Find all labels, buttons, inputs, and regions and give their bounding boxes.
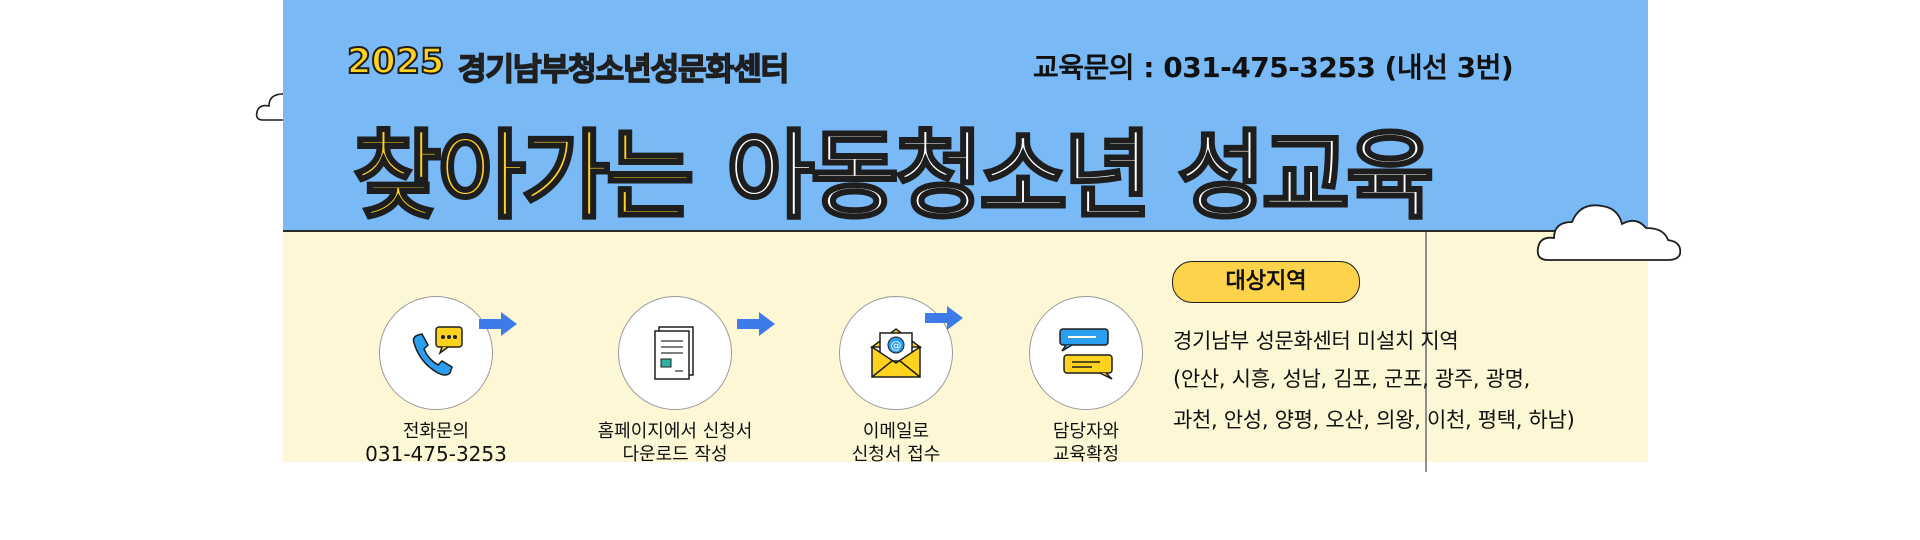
step-subtitle: 신청서 접수 <box>851 444 941 465</box>
cloud-right-icon <box>1536 204 1682 261</box>
email-icon: @ <box>869 328 923 378</box>
page-title: 찾아가는 아동청소년 성교육 <box>351 98 1436 237</box>
title-highlight: 찾아가는 <box>351 119 695 234</box>
region-list-line1: (안산, 시흥, 성남, 김포, 군포, 광주, 광명, <box>1173 367 1531 391</box>
step-subtitle: 교육확정 <box>1052 444 1120 465</box>
contact-info: 교육문의 : 031-475-3253 (내선 3번) <box>1033 51 1514 84</box>
title-main: 아동청소년 성교육 <box>725 119 1436 234</box>
organization-name: 경기남부청소년성문화센터 <box>457 51 790 89</box>
region-description: 경기남부 성문화센터 미설치 지역 <box>1173 329 1459 353</box>
arrow-right-icon <box>925 306 963 330</box>
step-title: 홈페이지에서 신청서 <box>597 421 753 442</box>
document-icon <box>654 326 694 380</box>
process-section <box>283 232 1648 462</box>
region-list-line2: 과천, 안성, 양평, 오산, 의왕, 이천, 평택, 하남) <box>1173 408 1575 432</box>
step-icon-circle <box>618 296 732 410</box>
phone-chat-icon <box>412 326 463 376</box>
step-subtitle: 다운로드 작성 <box>622 444 728 465</box>
step-icon-circle <box>1029 296 1143 410</box>
step-confirm: 담당자와 교육확정 <box>966 296 1206 466</box>
banner: 2025 경기남부청소년성문화센터 교육문의 : 031-475-3253 (내… <box>283 0 1648 472</box>
header-section: 2025 경기남부청소년성문화센터 교육문의 : 031-475-3253 (내… <box>283 0 1648 234</box>
step-title: 이메일로 <box>862 421 930 442</box>
step-document: 홈페이지에서 신청서 다운로드 작성 <box>555 296 795 466</box>
step-phone: 전화문의 031-475-3253 <box>316 296 556 466</box>
region-badge: 대상지역 <box>1172 261 1360 303</box>
step-title: 담당자와 <box>1052 421 1120 442</box>
step-icon-circle <box>379 296 493 410</box>
arrow-right-icon <box>479 312 517 336</box>
section-divider <box>1425 232 1427 472</box>
year-text: 2025 <box>346 41 445 83</box>
svg-text:@: @ <box>891 339 902 352</box>
step-title: 전화문의 <box>402 421 470 442</box>
arrow-right-icon <box>737 312 775 336</box>
chat-bubbles-icon <box>1059 328 1113 380</box>
step-phone-number: 031-475-3253 <box>365 442 507 466</box>
